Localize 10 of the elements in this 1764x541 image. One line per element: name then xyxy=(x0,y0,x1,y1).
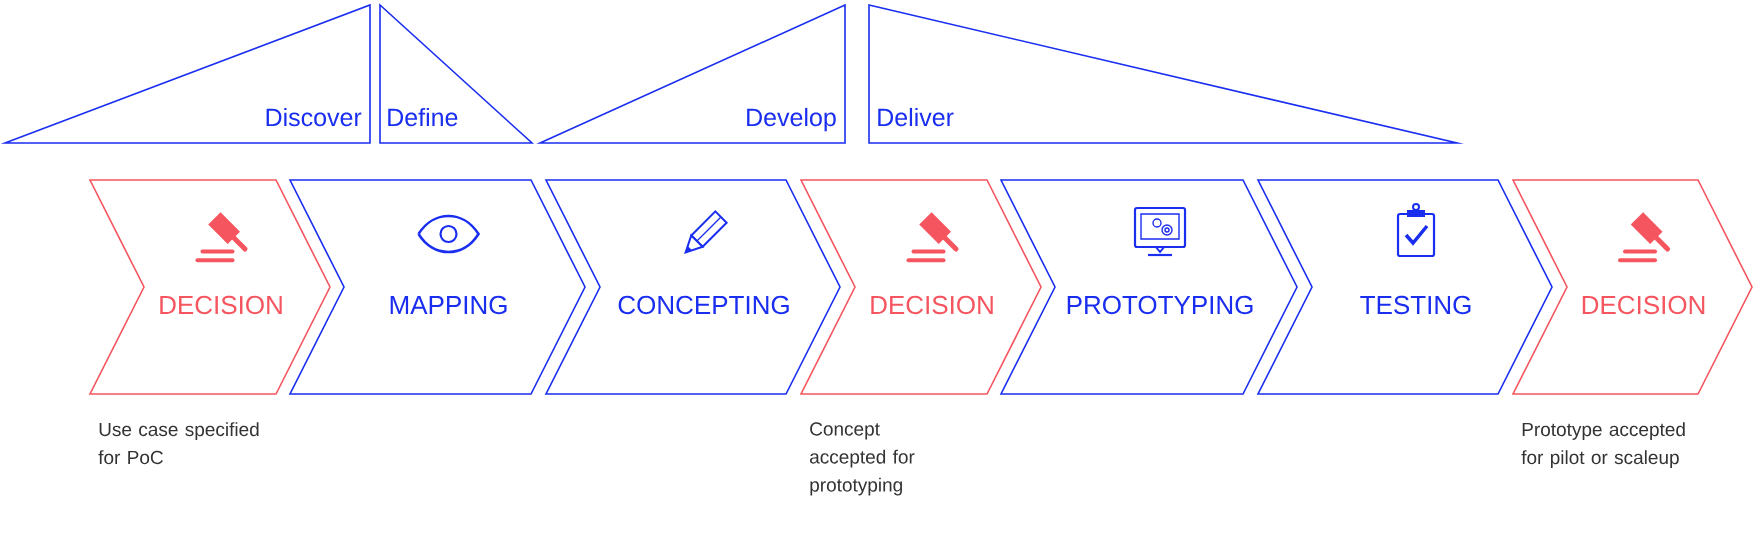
process-step: DECISION xyxy=(88,179,331,395)
process-step: PROTOTYPING xyxy=(999,179,1298,395)
outcome-note: Prototype accepted for pilot or scaleup xyxy=(1521,422,1685,468)
process-step: TESTING xyxy=(1256,179,1553,395)
process-step: MAPPING xyxy=(288,179,586,395)
outcome-note: Concept accepted for prototyping xyxy=(810,422,915,496)
process-step: DECISION xyxy=(799,179,1042,395)
outcome-note: Use case specified for PoC xyxy=(98,422,259,465)
process-step: DECISION xyxy=(1511,179,1753,395)
process-step: CONCEPTING xyxy=(544,179,841,395)
